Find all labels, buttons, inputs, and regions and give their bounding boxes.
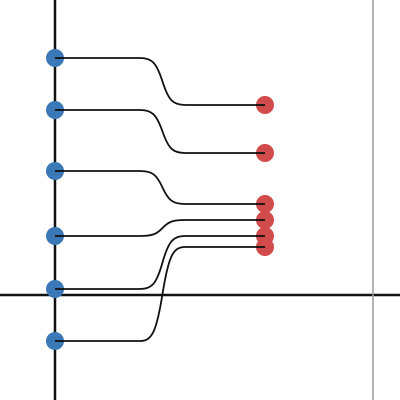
link-L3-R3 [55, 170, 265, 205]
link-L4-R4 [55, 219, 265, 237]
link-L2-R2 [55, 109, 265, 154]
link-L5-R5 [55, 235, 265, 290]
nodes-layer [46, 49, 274, 350]
links-layer [55, 57, 265, 342]
link-L1-R1 [55, 57, 265, 106]
link-L6-R6 [55, 246, 265, 342]
